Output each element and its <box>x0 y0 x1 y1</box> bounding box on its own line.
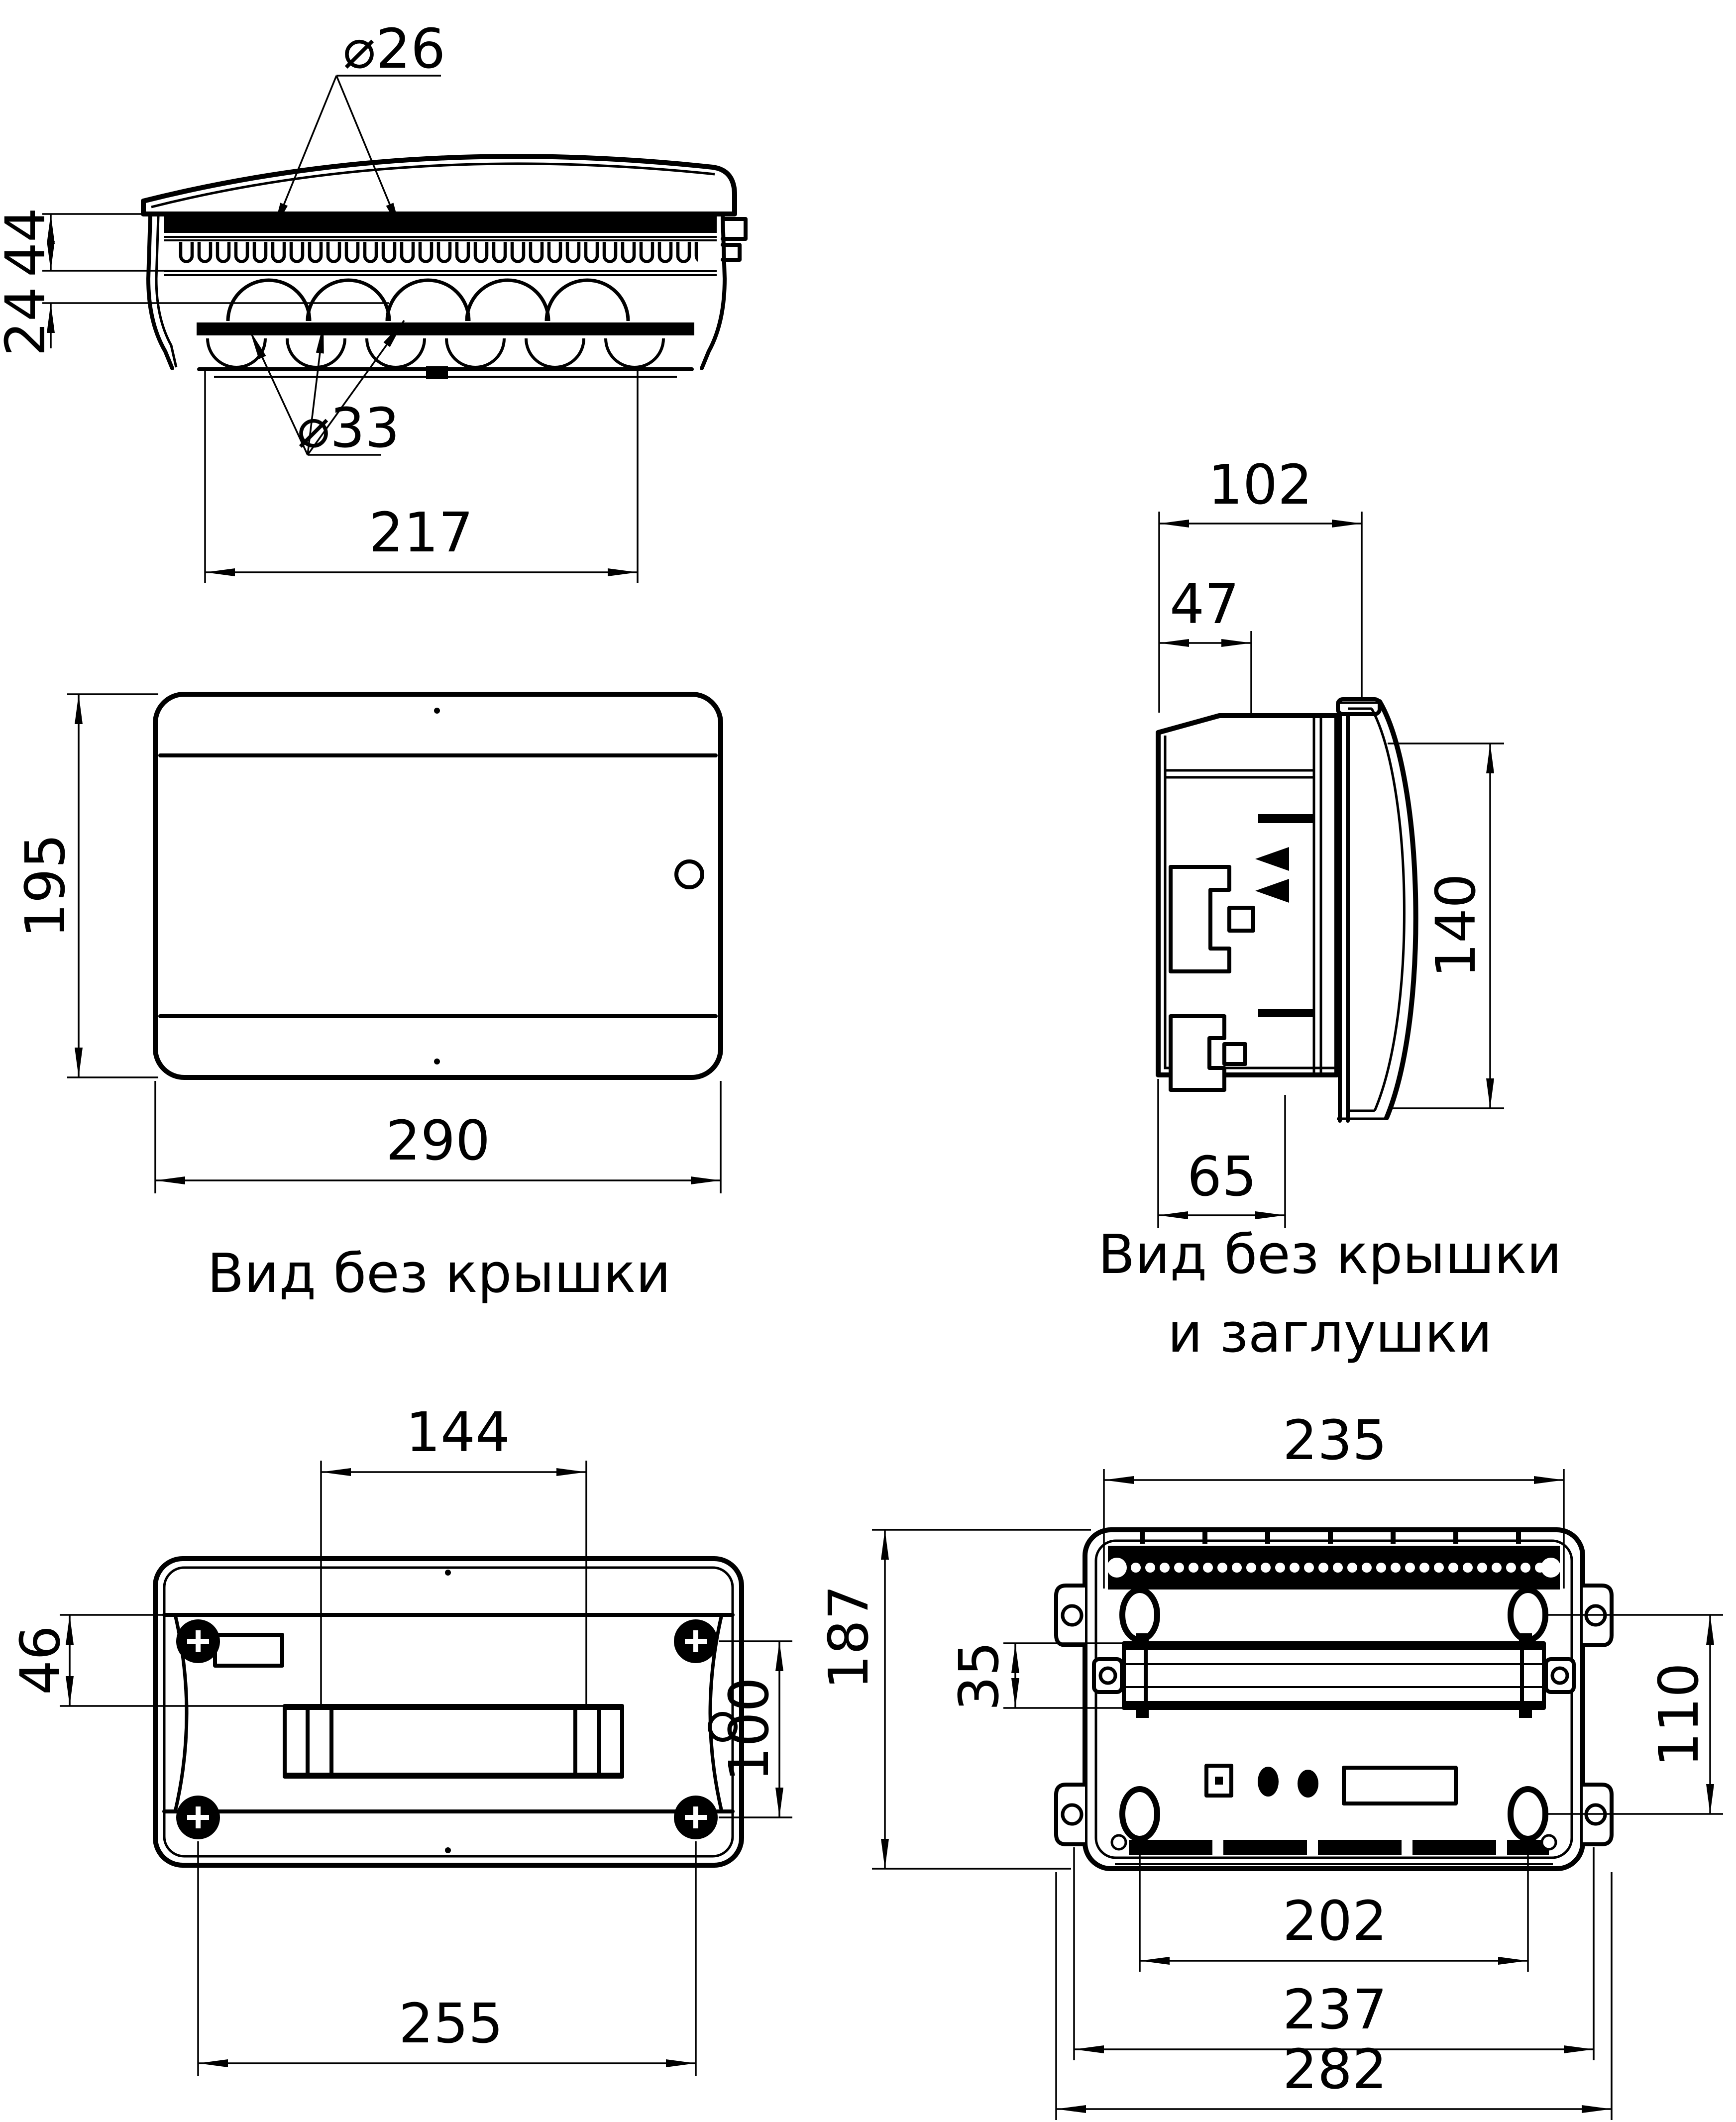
din-rail-window <box>283 1704 624 1779</box>
top-section-view <box>141 154 748 379</box>
label-slot <box>213 1633 284 1668</box>
screw-oval-holes <box>1119 1587 1548 1842</box>
dim-height-46: 46 <box>8 1625 72 1695</box>
no-cover-view-dimensions: 144 46 100 255 <box>8 1400 792 2076</box>
dim-width-217: 217 <box>369 501 473 564</box>
dim-depth-65: 65 <box>1187 1145 1257 1208</box>
dim-width-144: 144 <box>406 1400 510 1464</box>
dim-height-140: 140 <box>1424 873 1488 978</box>
corner-screws <box>176 1619 718 1839</box>
front-panel <box>1338 699 1350 1123</box>
dim-width-290: 290 <box>386 1109 490 1172</box>
terminal-holes-row <box>1115 1546 1553 1590</box>
mounting-tabs <box>1054 1584 1614 1846</box>
dim-diameter-26: ⌀26 <box>343 17 445 81</box>
cover-latch <box>721 217 748 262</box>
dim-height-24: 24 <box>0 287 57 356</box>
caption-left: Вид без крышки <box>207 1243 670 1305</box>
front-view <box>153 692 723 1080</box>
dim-height-195: 195 <box>13 834 77 938</box>
dim-width-255: 255 <box>399 1992 503 2055</box>
dim-depth-47: 47 <box>1170 572 1239 636</box>
dim-height-35: 35 <box>947 1641 1011 1711</box>
cable-hole-right <box>708 1712 738 1742</box>
caption-right-line2: и заглушки <box>1168 1302 1492 1365</box>
din-rail <box>1092 1633 1576 1718</box>
cover-bulge-inner <box>1370 708 1406 1111</box>
dim-depth-102: 102 <box>1208 453 1312 517</box>
enclosure-outline <box>153 692 723 1080</box>
dim-width-237: 237 <box>1283 1978 1387 2041</box>
dim-width-235: 235 <box>1283 1408 1387 1472</box>
lower-wall-band <box>197 322 694 335</box>
rear-box-outline <box>1156 713 1339 1077</box>
caption-right-line1: Вид без крышки <box>1098 1224 1561 1286</box>
dim-height-44: 44 <box>0 208 57 277</box>
left-side-wall <box>146 214 174 370</box>
dim-diameter-33: ⌀33 <box>297 396 400 460</box>
dim-height-100: 100 <box>717 1677 781 1782</box>
cable-knockout-arcs-lower <box>206 338 665 369</box>
view-no-cover-no-plug <box>1054 1527 1614 1871</box>
no-cover-no-plug-dimensions: 235 187 35 110 202 237 282 <box>817 1408 1723 2120</box>
side-view <box>1156 697 1418 1123</box>
dim-width-282: 282 <box>1283 2037 1387 2101</box>
dim-width-202: 202 <box>1283 1889 1387 1953</box>
marking-symbols <box>1204 1764 1458 1805</box>
top-view-dimensions: ⌀26 44 24 ⌀33 217 <box>0 17 639 583</box>
right-side-wall <box>700 214 727 370</box>
dim-height-110: 110 <box>1647 1663 1711 1767</box>
knockout-teeth-row <box>177 242 698 269</box>
view-no-cover <box>153 1556 744 1868</box>
cover-bulge-outer <box>1377 699 1418 1120</box>
top-body-band <box>164 216 717 233</box>
dim-height-187: 187 <box>817 1585 880 1690</box>
lock-hole <box>674 859 704 889</box>
cable-knockout-arcs-upper <box>226 278 630 321</box>
din-mount-bracket <box>1169 865 1231 973</box>
side-view-dimensions: 102 47 140 65 <box>1157 453 1504 1228</box>
lower-foot-bracket <box>1169 1014 1226 1092</box>
front-view-dimensions: 195 290 <box>13 693 722 1193</box>
cover-lid-profile <box>141 154 737 216</box>
